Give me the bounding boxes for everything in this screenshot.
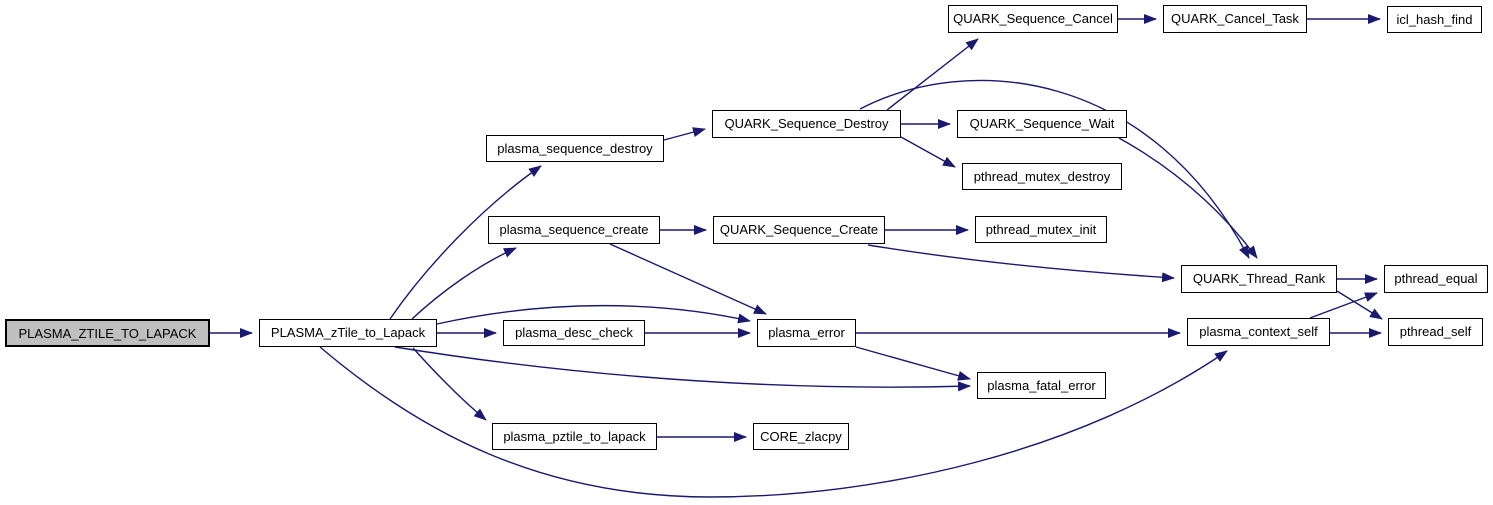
edge-quark-sequence-destroy-to-quark-thread-rank	[859, 79, 1250, 259]
node-label: icl_hash_find	[1396, 12, 1473, 27]
node-plasma-ztile-to-lapack-caps[interactable]: PLASMA_ZTILE_TO_LAPACK	[5, 319, 210, 347]
node-label: CORE_zlacpy	[760, 429, 842, 444]
node-plasma-error[interactable]: plasma_error	[757, 319, 856, 347]
node-label: QUARK_Sequence_Create	[719, 222, 879, 237]
node-quark-cancel-task[interactable]: QUARK_Cancel_Task	[1163, 5, 1307, 33]
node-plasma-fatal-error[interactable]: plasma_fatal_error	[977, 372, 1106, 399]
edge-group	[210, 14, 1383, 498]
node-label: plasma_error	[768, 325, 845, 340]
node-quark-sequence-destroy[interactable]: QUARK_Sequence_Destroy	[712, 110, 901, 138]
node-label: QUARK_Sequence_Cancel	[953, 11, 1113, 26]
node-plasma-pztile-to-lapack[interactable]: plasma_pztile_to_lapack	[492, 423, 657, 450]
edge-quark-sequence-create-to-quark-thread-rank	[867, 244, 1175, 283]
node-label: pthread_mutex_init	[985, 222, 1097, 237]
node-label: pthread_self	[1399, 324, 1472, 339]
node-label: QUARK_Sequence_Wait	[969, 116, 1115, 131]
edge-quark-sequence-wait-to-quark-thread-rank	[1118, 137, 1258, 259]
node-core-zlacpy[interactable]: CORE_zlacpy	[753, 423, 849, 450]
node-plasma-ztile-to-lapack[interactable]: PLASMA_zTile_to_Lapack	[259, 319, 437, 347]
node-label: plasma_context_self	[1199, 324, 1318, 339]
node-label: pthread_equal	[1394, 271, 1478, 286]
node-icl-hash-find[interactable]: icl_hash_find	[1387, 6, 1482, 33]
node-pthread-mutex-destroy[interactable]: pthread_mutex_destroy	[962, 163, 1122, 190]
node-plasma-context-self[interactable]: plasma_context_self	[1187, 318, 1330, 346]
node-quark-sequence-create[interactable]: QUARK_Sequence_Create	[713, 216, 885, 244]
node-pthread-equal[interactable]: pthread_equal	[1384, 265, 1488, 293]
edge-plasma-context-self-to-pthread-equal	[1309, 292, 1378, 319]
edge-plasma-ztile-to-lapack-to-plasma-sequence-create	[411, 247, 517, 320]
node-quark-thread-rank[interactable]: QUARK_Thread_Rank	[1181, 265, 1337, 293]
node-label: PLASMA_ZTILE_TO_LAPACK	[18, 326, 197, 341]
edge-plasma-ztile-to-lapack-to-plasma-error	[436, 304, 751, 325]
node-quark-sequence-cancel[interactable]: QUARK_Sequence_Cancel	[948, 5, 1118, 33]
edge-quark-thread-rank-to-pthread-self	[1336, 290, 1383, 320]
node-label: QUARK_Sequence_Destroy	[724, 116, 889, 131]
node-plasma-sequence-destroy[interactable]: plasma_sequence_destroy	[486, 135, 664, 162]
edge-plasma-ztile-to-lapack-to-plasma-context-self	[319, 346, 1228, 498]
edge-plasma-ztile-to-lapack-to-plasma-sequence-destroy	[389, 165, 542, 320]
node-label: PLASMA_zTile_to_Lapack	[270, 325, 426, 340]
node-plasma-desc-check[interactable]: plasma_desc_check	[503, 320, 645, 346]
node-label: plasma_sequence_destroy	[497, 141, 653, 156]
node-label: plasma_desc_check	[515, 325, 633, 340]
node-pthread-self[interactable]: pthread_self	[1388, 318, 1483, 346]
node-pthread-mutex-init[interactable]: pthread_mutex_init	[975, 216, 1107, 243]
node-plasma-sequence-create[interactable]: plasma_sequence_create	[488, 216, 660, 244]
edge-plasma-sequence-create-to-plasma-error	[609, 243, 767, 315]
node-label: pthread_mutex_destroy	[973, 169, 1111, 184]
edge-plasma-ztile-to-lapack-to-plasma-pztile-to-lapack	[412, 347, 487, 421]
node-label: QUARK_Thread_Rank	[1192, 271, 1326, 286]
node-quark-sequence-wait[interactable]: QUARK_Sequence_Wait	[957, 110, 1127, 138]
node-label: plasma_fatal_error	[987, 378, 1096, 393]
node-label: plasma_pztile_to_lapack	[503, 429, 646, 444]
node-label: plasma_sequence_create	[499, 222, 649, 237]
node-label: QUARK_Cancel_Task	[1171, 11, 1299, 26]
edge-plasma-sequence-destroy-to-quark-sequence-destroy	[663, 127, 706, 141]
edge-quark-sequence-destroy-to-pthread-mutex-destroy	[900, 136, 956, 168]
edge-plasma-ztile-to-lapack-to-plasma-fatal-error	[394, 346, 971, 392]
edge-plasma-error-to-plasma-fatal-error	[855, 346, 971, 381]
edge-quark-sequence-destroy-to-quark-sequence-cancel	[886, 38, 979, 111]
